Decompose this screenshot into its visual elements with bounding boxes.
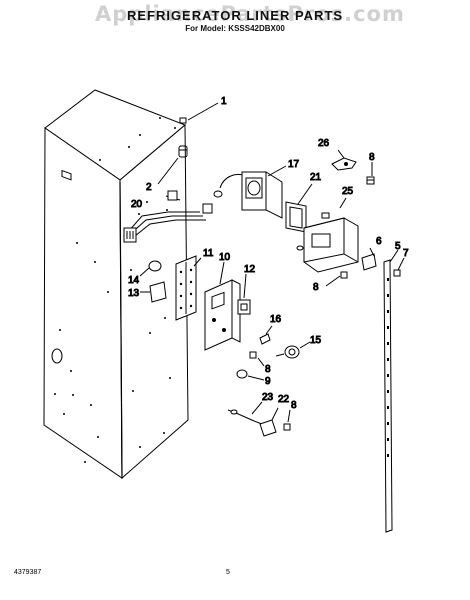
- callout-20: 20: [131, 199, 143, 210]
- screw-8-mid: [340, 271, 348, 279]
- part-10-control-housing: [204, 279, 241, 351]
- callout-2: 2: [146, 182, 152, 193]
- callout-8d: 8: [291, 400, 297, 411]
- callout-17: 17: [288, 159, 300, 170]
- cabinet-liner: [43, 89, 189, 480]
- callout-16: 16: [270, 314, 282, 325]
- part-9-grommet: [236, 369, 248, 379]
- callout-9: 9: [265, 376, 271, 387]
- callout-15: 15: [310, 335, 322, 346]
- callout-8c: 8: [265, 364, 271, 375]
- callout-21: 21: [310, 172, 322, 183]
- screw-8-lower: [249, 351, 257, 359]
- part-22-door-switch: [259, 419, 277, 437]
- part-25-light-cover: [296, 212, 359, 273]
- part-7-screw: [393, 269, 401, 277]
- part-12-switch: [237, 299, 251, 315]
- part-13-pad: [149, 281, 167, 303]
- callout-1: 1: [221, 96, 227, 107]
- callout-13: 13: [128, 288, 140, 299]
- callout-12: 12: [244, 264, 256, 275]
- part-15-knob: [275, 345, 300, 359]
- callout-6: 6: [376, 236, 382, 247]
- model-line: For Model: KSSS42DBX00: [185, 24, 285, 33]
- part-21-lens: [285, 201, 307, 233]
- title-block: REFRIGERATOR LINER PARTS For Model: KSSS…: [0, 8, 470, 33]
- part-11-control-plate: [175, 255, 197, 321]
- callout-10: 10: [219, 252, 231, 263]
- screw-8-top: [366, 176, 375, 185]
- page-number: 5: [226, 569, 230, 576]
- part-6-clip: [361, 253, 377, 271]
- callout-8b: 8: [313, 282, 319, 293]
- screw-8-bottom: [283, 423, 291, 431]
- part-23-wire: [227, 409, 263, 425]
- callout-26: 26: [318, 138, 330, 149]
- doc-number: 4379387: [14, 569, 42, 576]
- callout-23: 23: [262, 392, 274, 403]
- part-17-light-housing: [213, 171, 283, 219]
- part-5-shelf-rail: [383, 259, 393, 533]
- part-26-bracket: [331, 157, 357, 171]
- part-14-plug: [148, 260, 162, 272]
- callout-22: 22: [278, 394, 290, 405]
- callout-14: 14: [128, 275, 140, 286]
- watermark: AppliancePartsPros.com: [95, 2, 405, 26]
- part-2-clip: [178, 145, 188, 158]
- callout-25: 25: [342, 186, 354, 197]
- part-20-wire-harness: [123, 190, 213, 243]
- callout-7: 7: [403, 248, 409, 259]
- part-16-lamp: [259, 333, 271, 345]
- callout-8a: 8: [369, 152, 375, 163]
- callout-5: 5: [395, 241, 401, 252]
- callout-11: 11: [203, 248, 214, 259]
- page-title: REFRIGERATOR LINER PARTS: [126, 8, 344, 23]
